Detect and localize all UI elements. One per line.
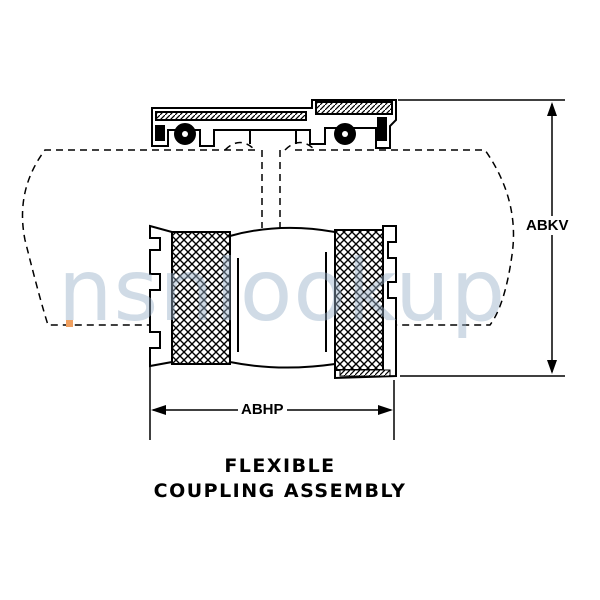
title-line-1: FLEXIBLE [224, 455, 336, 477]
coupling-body [149, 224, 397, 380]
phantom-tubing-outline [21, 141, 515, 326]
watermark-dot [66, 320, 73, 327]
knurl-band-left [171, 231, 231, 365]
knurl-band-right [334, 229, 384, 371]
dimension-label-abkv: ABKV [525, 216, 570, 235]
clamp-cross-section [151, 99, 397, 149]
dimension-abkv [398, 99, 565, 377]
dimension-label-abhp: ABHP [238, 401, 287, 418]
title-line-2: COUPLING ASSEMBLY [153, 480, 407, 502]
